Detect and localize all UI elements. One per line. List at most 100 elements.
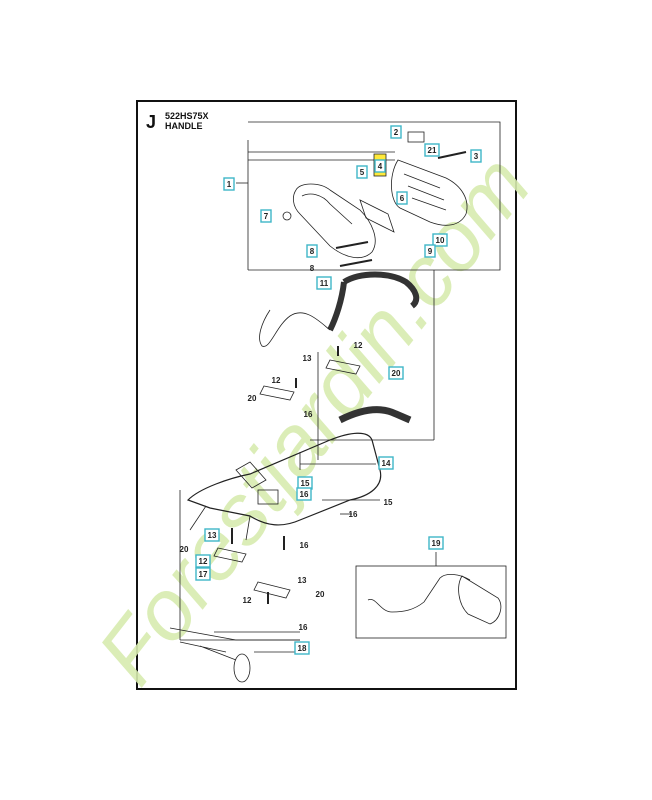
callout-box (356, 165, 368, 179)
callout-16: 16 (300, 541, 309, 550)
callout-box (374, 159, 386, 173)
callout-box (195, 567, 211, 581)
callout-15: 15 (384, 498, 393, 507)
clamp (259, 385, 295, 401)
screw (339, 259, 373, 267)
main-frame (186, 432, 382, 526)
callout-number: 19 (432, 539, 441, 548)
callout-2: 2 (390, 125, 402, 139)
callout-box (428, 536, 444, 550)
callout-number: 17 (199, 570, 208, 579)
callout-box (396, 191, 408, 205)
callout-16: 16 (349, 510, 358, 519)
callout-21: 21 (424, 143, 440, 157)
callout-10: 10 (432, 233, 448, 247)
stand-foot (233, 653, 251, 683)
callout-17: 17 (195, 567, 211, 581)
model-number: 522HS75X (165, 111, 209, 121)
callout-number: 1 (227, 180, 232, 189)
callout-20: 20 (180, 545, 189, 554)
callout-number: 13 (208, 531, 217, 540)
callout-9: 9 (424, 244, 436, 258)
callout-8: 8 (306, 244, 318, 258)
callout-number: 9 (428, 247, 433, 256)
diagram-title: HANDLE (165, 121, 203, 131)
callout-box (424, 143, 440, 157)
callout-16: 16 (296, 487, 312, 501)
callout-number: 7 (264, 212, 269, 221)
clamp (253, 581, 291, 599)
callout-16: 16 (299, 623, 308, 632)
stand-rods (169, 627, 237, 661)
inset-cable (367, 574, 471, 613)
callout-12: 12 (272, 376, 281, 385)
callout-box (470, 149, 482, 163)
callout-box (388, 366, 404, 380)
callout-number: 15 (301, 479, 310, 488)
section-letter: J (146, 112, 157, 132)
callout-20: 20 (388, 366, 404, 380)
callout-11: 11 (316, 276, 332, 290)
callout-15: 15 (297, 476, 313, 490)
callout-number: 10 (436, 236, 445, 245)
callout-box (294, 641, 310, 655)
callout-box (296, 487, 312, 501)
throttle-trigger (359, 199, 395, 233)
frame-leg (189, 505, 251, 541)
callout-box (195, 554, 211, 568)
callout-box (204, 528, 220, 542)
clamp (325, 359, 361, 375)
clamp (213, 547, 247, 563)
screw (335, 241, 369, 249)
callout-number: 21 (428, 146, 437, 155)
screw (437, 151, 467, 159)
callout-1: 1 (223, 177, 235, 191)
callout-box (390, 125, 402, 139)
callout-12: 12 (243, 596, 252, 605)
callout-box (378, 456, 394, 470)
callout-number: 8 (310, 247, 315, 256)
callout-8: 8 (310, 264, 315, 273)
callout-box (260, 209, 272, 223)
inset-handle (458, 575, 502, 625)
callout-3: 3 (470, 149, 482, 163)
nut (282, 211, 292, 221)
callout-number: 5 (360, 168, 365, 177)
callout-box (223, 177, 235, 191)
callout-box (432, 233, 448, 247)
handle-half-right (391, 159, 468, 226)
callout-12: 12 (195, 554, 211, 568)
callout-number: 11 (320, 279, 329, 288)
callout-14: 14 (378, 456, 394, 470)
callout-20: 20 (248, 394, 257, 403)
loop-handle (342, 271, 420, 309)
callout-number: 18 (298, 644, 307, 653)
handle-half-left (292, 183, 376, 259)
callout-number: 20 (392, 369, 401, 378)
callout-13: 13 (303, 354, 312, 363)
callout-16: 16 (304, 410, 313, 419)
callout-18: 18 (294, 641, 310, 655)
callout-box (316, 276, 332, 290)
callout-13: 13 (204, 528, 220, 542)
callout-number: 3 (474, 152, 479, 161)
callout-6: 6 (396, 191, 408, 205)
callout-12: 12 (354, 341, 363, 350)
inset-frame (355, 565, 507, 639)
callout-19: 19 (428, 536, 444, 550)
callout-number: 6 (400, 194, 405, 203)
front-grip (338, 406, 412, 424)
loop-handle (327, 281, 347, 332)
upper-assembly-frame (248, 121, 501, 271)
callout-number: 14 (382, 459, 391, 468)
callout-13: 13 (298, 576, 307, 585)
drawing-frame (136, 100, 517, 690)
switch-part (407, 131, 425, 143)
callout-number: 12 (199, 557, 208, 566)
callout-number: 2 (394, 128, 399, 137)
callout-box (424, 244, 436, 258)
callout-7: 7 (260, 209, 272, 223)
handle-ribs (403, 173, 447, 211)
